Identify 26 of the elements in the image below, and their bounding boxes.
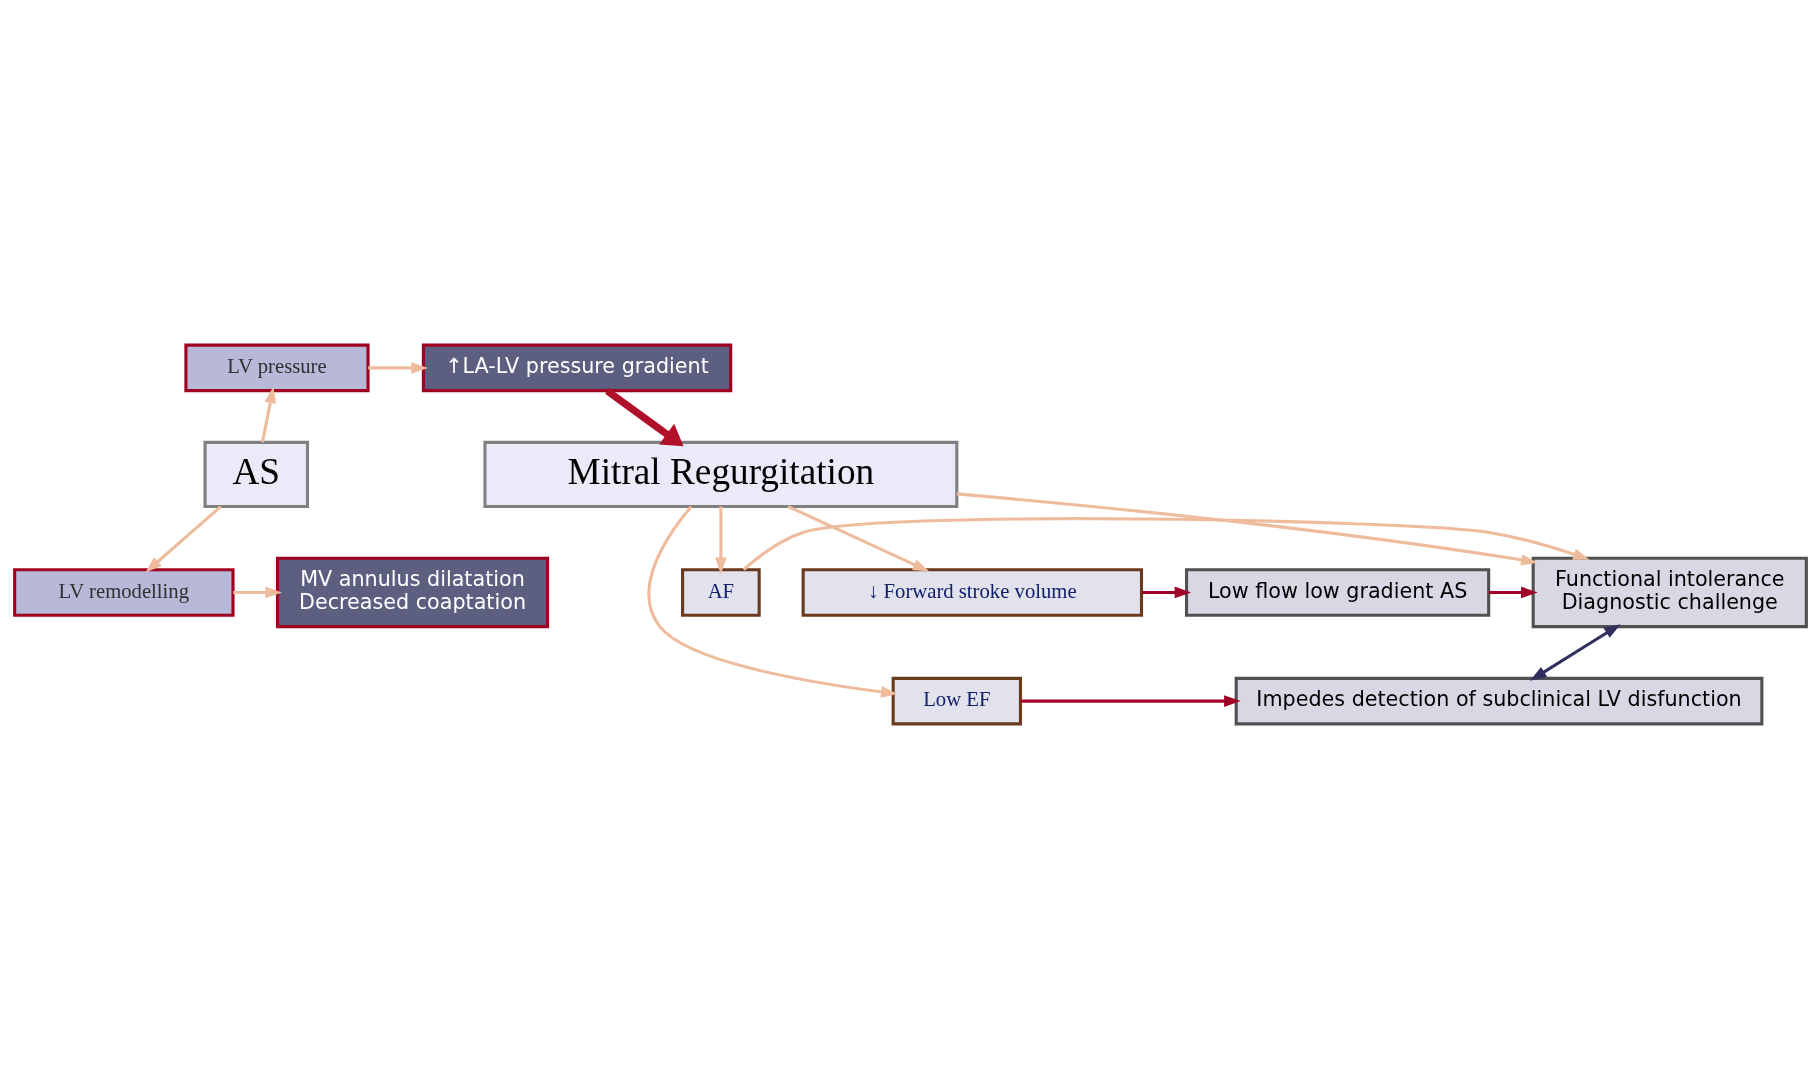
arrow <box>144 504 222 573</box>
arrow <box>1529 623 1621 681</box>
arrow <box>1141 586 1191 598</box>
node-box: Impedes detection of subclinical LV disfunction <box>1234 676 1763 725</box>
arrow <box>956 491 1538 566</box>
node-box: MV annulus dilatation Decreased coaptation <box>275 556 549 628</box>
node-box: LV pressure <box>183 343 370 392</box>
node-box: AS <box>203 440 309 508</box>
node-box: Mitral Regurgitation <box>482 440 958 508</box>
node-box: Low flow low gradient AS <box>1184 567 1490 617</box>
node-box: ↑LA-LV pressure gradient <box>421 343 732 392</box>
node-box: ↓ Forward stroke volume <box>801 567 1143 617</box>
node-box: Low EF <box>891 676 1022 725</box>
arrow <box>604 387 684 446</box>
arrow <box>1020 694 1241 707</box>
node-box: LV remodelling <box>12 567 235 617</box>
arrow <box>367 361 428 374</box>
arrow <box>714 506 727 574</box>
node-box: Functional intolerance Diagnostic challenge <box>1531 556 1808 628</box>
arrow <box>1488 586 1538 598</box>
arrow <box>232 586 282 598</box>
arrow <box>787 504 929 572</box>
node-box: AF <box>680 567 761 617</box>
arrow <box>646 505 898 698</box>
arrow <box>742 516 1590 571</box>
arrow <box>260 386 276 442</box>
